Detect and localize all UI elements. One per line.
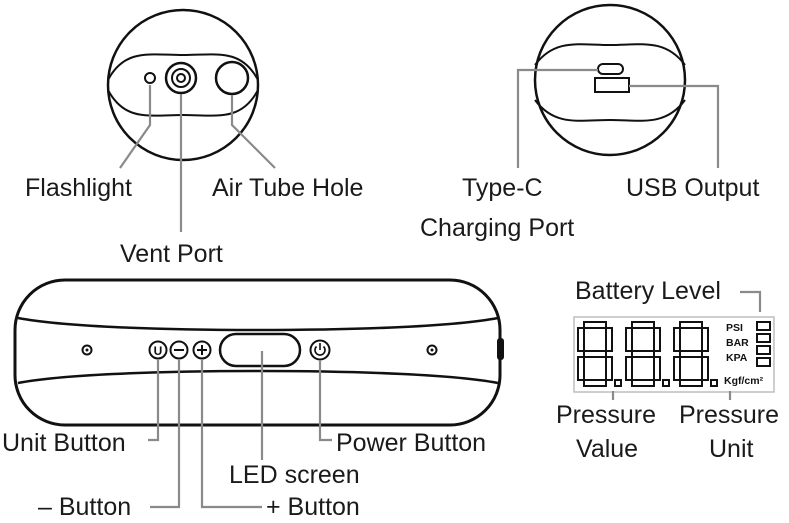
front-end-view [106,8,276,232]
device-side-view: U [13,278,504,509]
lcd-segment [583,379,607,387]
air-tube-hole-label: Air Tube Hole [212,174,364,202]
lcd-segment [631,350,655,358]
led-screen-window [218,332,302,368]
lcd-segment [583,350,607,358]
minus-button-icon[interactable] [169,340,189,360]
rear-end-view [516,3,720,168]
lcd-segment [679,379,703,387]
lcd-segment [653,356,661,381]
lcd-segment [577,356,585,381]
battery-bar [756,333,771,343]
lcd-digits [577,321,718,387]
unit-button-label: Unit Button [2,429,126,457]
plus-button-label: + Button [266,493,360,521]
usb-output-label: USB Output [626,174,760,202]
lcd-segment [631,321,655,329]
unit-kpa-label: KPA [726,352,748,364]
power-button-label: Power Button [336,429,487,457]
lcd-decimal-point [614,379,622,387]
pressure-value-label-2: Value [576,435,639,463]
pressure-unit-label-1: Pressure [679,401,780,429]
battery-bar [756,357,771,367]
lcd-segment [653,327,661,352]
minus-button-label: – Button [38,493,132,521]
battery-bar [756,345,771,355]
lcd-display: PSI BAR KPA Kgf/cm² [573,290,775,400]
unit-button-glyph: U [154,344,163,358]
lcd-segment [631,379,655,387]
lcd-segment [673,356,681,381]
flashlight-label: Flashlight [25,174,132,202]
pressure-value-label-1: Pressure [556,401,657,429]
lcd-segment [679,350,703,358]
type-c-port-icon [597,63,624,75]
vent-port-label: Vent Port [120,240,223,268]
lcd-segment [605,356,613,381]
unit-psi-label: PSI [726,322,743,334]
lcd-segment [577,327,585,352]
plus-button-icon[interactable] [192,340,212,360]
air-tube-hole-icon [214,60,250,96]
unit-button-icon[interactable]: U [148,340,168,360]
lcd-segment [583,321,607,329]
lcd-segment [625,327,633,352]
battery-level-label: Battery Level [575,277,721,305]
flashlight-icon [144,72,156,84]
lcd-segment [673,327,681,352]
usb-port-icon [594,77,630,93]
lcd-segment [679,321,703,329]
pressure-unit-label-2: Unit [709,435,754,463]
lcd-decimal-point [710,379,718,387]
battery-bar [756,321,771,331]
unit-kgf-label: Kgf/cm² [724,375,764,387]
lcd-segment [625,356,633,381]
unit-bar-label: BAR [726,337,749,349]
type-c-label: Type-C [462,174,543,202]
led-screen-label: LED screen [229,461,360,489]
battery-level-bars [756,321,771,367]
lcd-segment [701,327,709,352]
lcd-segment [701,356,709,381]
lcd-decimal-point [662,379,670,387]
charging-port-label: Charging Port [420,214,575,242]
power-button-icon[interactable] [309,339,331,361]
lcd-segment [605,327,613,352]
